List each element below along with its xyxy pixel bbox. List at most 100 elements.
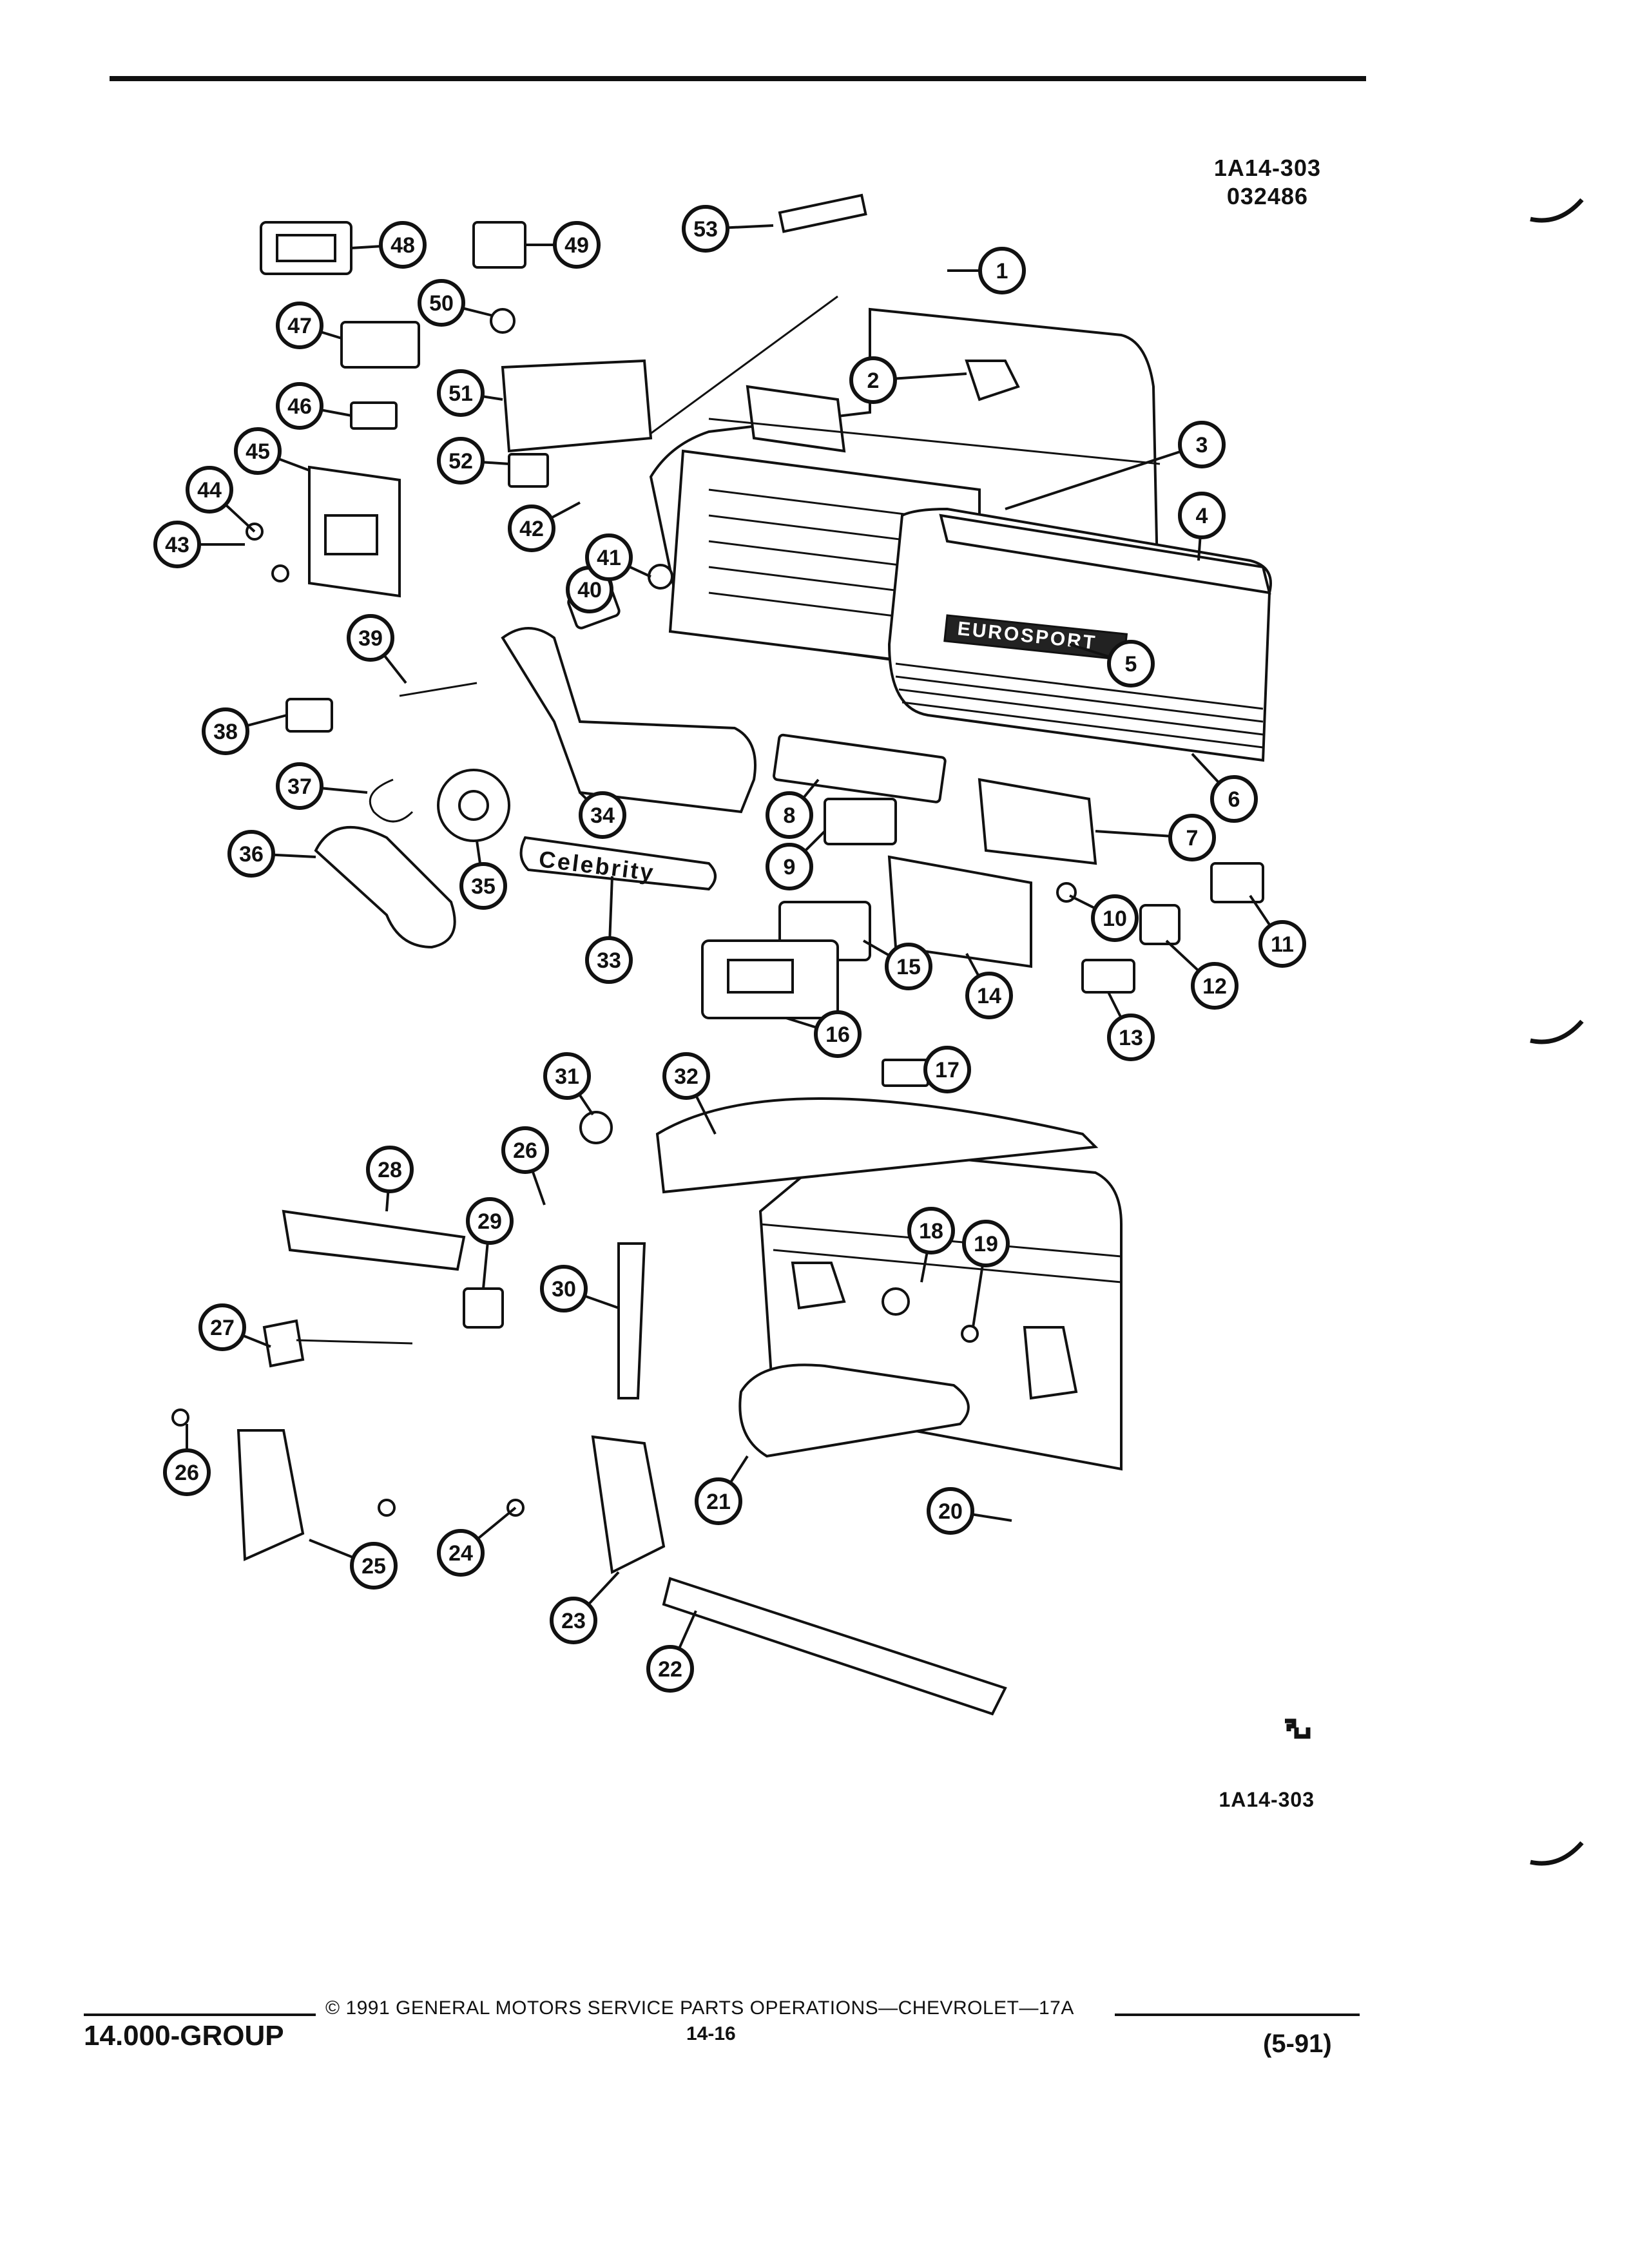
svg-text:45: 45 <box>246 439 270 464</box>
callout-26: 26 <box>501 1126 549 1206</box>
callout-37: 37 <box>276 762 368 810</box>
svg-text:16: 16 <box>825 1023 850 1047</box>
callout-25: 25 <box>309 1539 398 1590</box>
callout-23: 23 <box>550 1571 620 1644</box>
callout-52: 52 <box>437 437 510 485</box>
svg-text:23: 23 <box>561 1609 586 1633</box>
svg-text:30: 30 <box>552 1277 576 1302</box>
svg-text:3: 3 <box>1196 433 1208 457</box>
callout-8: 8 <box>766 778 820 839</box>
callout-43: 43 <box>153 521 245 568</box>
svg-text:28: 28 <box>378 1158 402 1182</box>
lower-door-parts <box>171 1097 1123 1716</box>
svg-text:48: 48 <box>390 233 415 258</box>
svg-text:8: 8 <box>784 803 796 828</box>
footer-rule-left <box>84 2013 316 2016</box>
svg-text:41: 41 <box>597 546 621 570</box>
callout-29: 29 <box>466 1197 514 1289</box>
svg-text:26: 26 <box>175 1461 199 1485</box>
footer-rule-right <box>1115 2013 1360 2016</box>
callout-3: 3 <box>1005 421 1226 510</box>
callout-20: 20 <box>927 1487 1012 1535</box>
callout-36: 36 <box>227 830 316 878</box>
footer-revision: (5-91) <box>1263 2030 1332 2058</box>
callout-39: 39 <box>347 614 407 684</box>
callout-47: 47 <box>276 302 342 349</box>
svg-text:26: 26 <box>513 1139 537 1163</box>
callout-34: 34 <box>579 791 626 839</box>
callout-11: 11 <box>1249 894 1306 968</box>
svg-text:11: 11 <box>1271 932 1294 957</box>
callout-12: 12 <box>1165 939 1239 1010</box>
svg-text:49: 49 <box>564 233 589 258</box>
callout-49: 49 <box>525 221 601 269</box>
callout-50: 50 <box>418 279 494 327</box>
upper-door-panel: EUROSPORT <box>644 295 1272 762</box>
svg-text:5: 5 <box>1125 652 1137 677</box>
svg-text:46: 46 <box>287 394 312 419</box>
svg-text:19: 19 <box>974 1232 998 1256</box>
callout-35: 35 <box>459 840 507 910</box>
callout-38: 38 <box>202 707 287 755</box>
svg-text:24: 24 <box>448 1541 473 1566</box>
callout-layer: 1234567891011121314151617181920212223242… <box>153 205 1306 1693</box>
svg-text:47: 47 <box>287 314 312 338</box>
svg-text:14: 14 <box>977 984 1001 1008</box>
callout-31: 31 <box>543 1052 594 1116</box>
footer-copyright: © 1991 GENERAL MOTORS SERVICE PARTS OPER… <box>325 1997 1074 2019</box>
svg-text:35: 35 <box>471 874 496 899</box>
callout-30: 30 <box>540 1265 619 1312</box>
callout-19: 19 <box>962 1220 1010 1328</box>
callout-18: 18 <box>907 1207 955 1283</box>
svg-text:29: 29 <box>477 1209 502 1234</box>
callout-28: 28 <box>366 1146 414 1212</box>
svg-text:4: 4 <box>1196 504 1208 528</box>
svg-text:39: 39 <box>358 626 383 651</box>
callout-33: 33 <box>585 876 633 984</box>
footer-page-number: 14-16 <box>686 2023 736 2044</box>
footer-group: 14.000-GROUP <box>84 2020 284 2052</box>
callout-15: 15 <box>863 939 932 990</box>
svg-text:43: 43 <box>165 533 189 557</box>
svg-text:32: 32 <box>674 1064 699 1089</box>
svg-text:10: 10 <box>1103 907 1127 931</box>
callout-17: 17 <box>923 1046 971 1093</box>
svg-text:34: 34 <box>590 803 615 828</box>
binding-mark-icon <box>1530 1019 1584 1044</box>
callout-51: 51 <box>437 369 503 417</box>
callout-32: 32 <box>662 1052 717 1135</box>
svg-text:53: 53 <box>693 217 718 242</box>
callout-24: 24 <box>437 1506 517 1577</box>
date-code: 032486 <box>1226 183 1308 209</box>
svg-text:2: 2 <box>867 369 880 393</box>
callout-16: 16 <box>786 1010 862 1058</box>
svg-text:1: 1 <box>996 259 1008 284</box>
svg-text:25: 25 <box>361 1554 386 1579</box>
svg-text:15: 15 <box>896 955 921 979</box>
svg-text:36: 36 <box>239 842 264 867</box>
armrest-and-handle-parts: Celebrity <box>285 564 757 949</box>
callout-48: 48 <box>351 221 427 269</box>
callout-46: 46 <box>276 382 352 430</box>
svg-text:37: 37 <box>287 774 312 799</box>
svg-text:42: 42 <box>519 517 544 541</box>
svg-text:38: 38 <box>213 720 238 744</box>
illustration-code: 1A14-303 <box>1213 155 1321 181</box>
svg-text:12: 12 <box>1202 974 1227 999</box>
callout-42: 42 <box>508 501 581 552</box>
callout-6: 6 <box>1191 753 1258 823</box>
svg-text:21: 21 <box>706 1490 731 1514</box>
svg-text:40: 40 <box>577 578 602 602</box>
callout-26: 26 <box>163 1424 211 1496</box>
svg-text:18: 18 <box>919 1219 943 1244</box>
callout-41: 41 <box>585 533 651 581</box>
svg-text:9: 9 <box>784 855 796 879</box>
callout-45: 45 <box>234 427 310 475</box>
svg-text:17: 17 <box>935 1058 959 1082</box>
svg-text:6: 6 <box>1228 787 1240 812</box>
svg-text:52: 52 <box>448 449 473 474</box>
svg-text:20: 20 <box>938 1499 963 1524</box>
callout-27: 27 <box>198 1303 271 1351</box>
callout-13: 13 <box>1107 992 1155 1061</box>
